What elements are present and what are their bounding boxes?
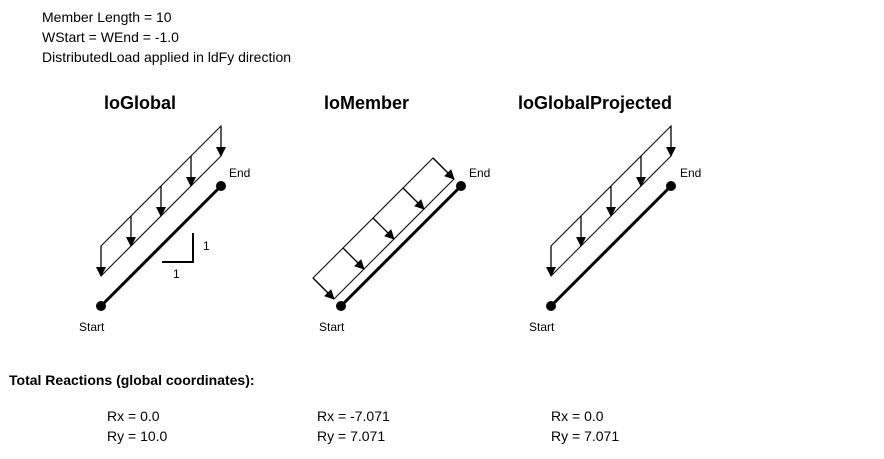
load-values-text: WStart = WEnd = -1.0	[42, 29, 179, 45]
start-node	[336, 301, 346, 311]
diagram-title-global-projected: loGlobalProjected	[518, 93, 673, 113]
load-arrow	[342, 247, 365, 270]
load-arrow	[372, 217, 395, 240]
start-node	[546, 301, 556, 311]
member-line	[339, 184, 463, 308]
end-node	[666, 181, 676, 191]
reaction-ry-member: Ry = 7.071	[317, 428, 386, 444]
reaction-rx-global-projected: Rx = 0.0	[551, 408, 604, 424]
member-length-text: Member Length = 10	[42, 9, 172, 25]
start-label: Start	[529, 320, 555, 334]
reaction-rx-global: Rx = 0.0	[107, 408, 160, 424]
diagram-title-global: loGlobal	[104, 93, 176, 113]
diagram-member	[312, 157, 466, 311]
reactions-heading: Total Reactions (global coordinates):	[9, 372, 255, 388]
member-line	[549, 184, 673, 308]
slope-indicator	[162, 233, 194, 263]
load-arrow	[432, 157, 455, 180]
reaction-ry-global-projected: Ry = 7.071	[551, 428, 620, 444]
reaction-ry-global: Ry = 10.0	[107, 428, 168, 444]
start-label: Start	[319, 320, 345, 334]
end-node	[216, 181, 226, 191]
end-node	[456, 181, 466, 191]
reaction-rx-member: Rx = -7.071	[317, 408, 390, 424]
start-label: Start	[79, 320, 105, 334]
end-label: End	[680, 166, 702, 180]
end-label: End	[229, 166, 251, 180]
end-label: End	[469, 166, 491, 180]
start-node	[96, 301, 106, 311]
diagram-global	[96, 124, 226, 311]
diagram-title-member: loMember	[324, 93, 410, 113]
load-arrow	[312, 277, 335, 300]
slope-run-label: 1	[173, 267, 180, 281]
load-arrow	[402, 187, 425, 210]
load-direction-text: DistributedLoad applied in ldFy directio…	[42, 49, 292, 65]
slope-rise-label: 1	[203, 239, 210, 253]
diagram-global-projected	[546, 124, 676, 311]
member-line	[99, 184, 223, 308]
